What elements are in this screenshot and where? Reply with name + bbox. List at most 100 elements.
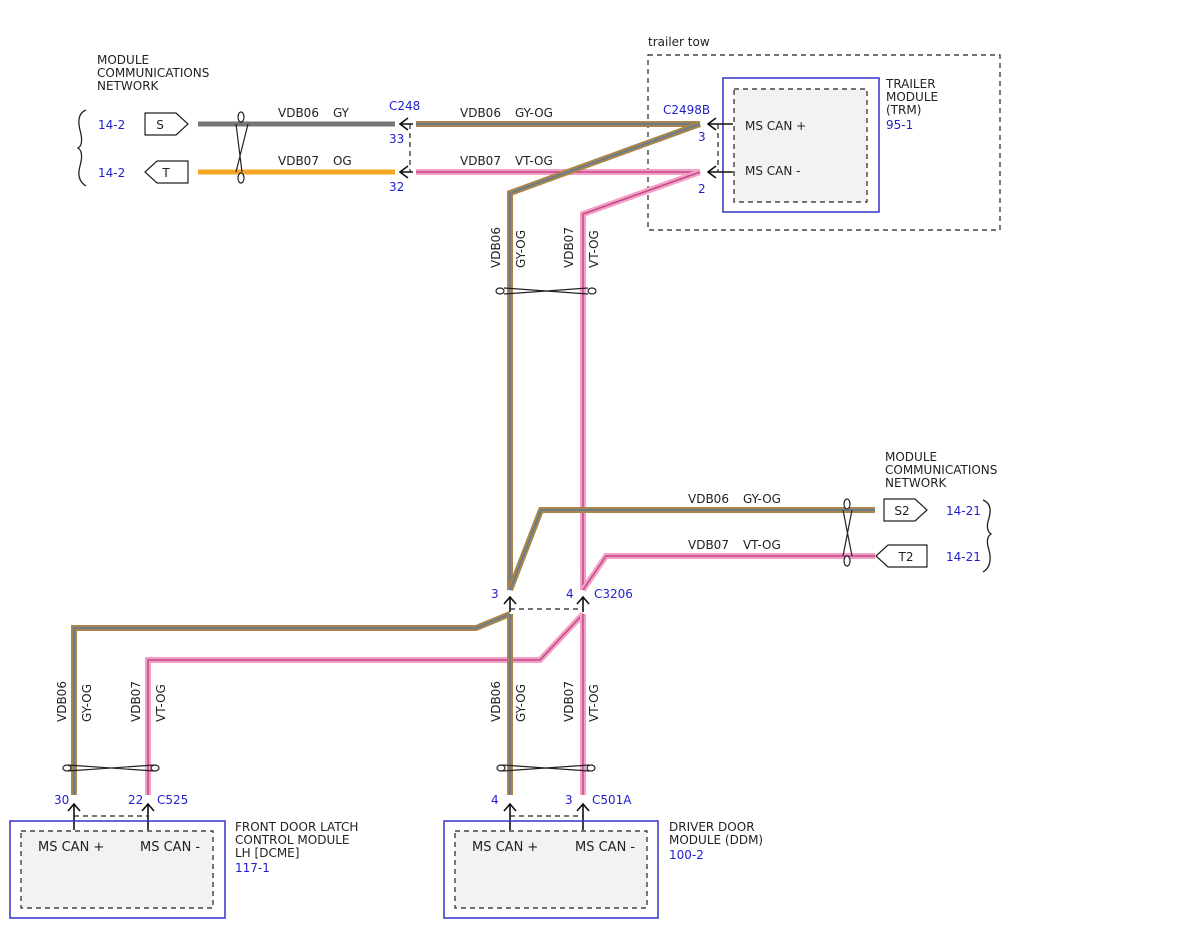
connector-c2498b-pin-2: 2	[698, 182, 706, 196]
connector-c2498b-label[interactable]: C2498B	[663, 103, 710, 117]
dcme-pin-plus-label: MS CAN +	[38, 840, 104, 855]
svg-text:S: S	[156, 118, 164, 132]
connector-c3206-pin-a	[503, 595, 517, 612]
mcn-top-brace	[76, 109, 87, 187]
twist-lower-right-right	[586, 764, 596, 772]
twist-lower-right-left	[496, 764, 506, 772]
wire-vdb07-vt-og-vertical[interactable]	[580, 169, 702, 590]
wire-vdb06-gy-og-vertical[interactable]	[507, 121, 702, 590]
symbol-s[interactable]: S	[144, 112, 189, 136]
wire-vdb07-vt-og-dcme[interactable]	[145, 611, 586, 795]
mcn-mid-label: MODULE COMMUNICATIONS NETWORK	[885, 450, 1001, 490]
twist-top-left-bottom	[237, 172, 245, 184]
connector-c501a-pin-b	[576, 802, 590, 830]
trm-pin-plus-label: MS CAN +	[745, 119, 806, 133]
module-ddm-name: DRIVER DOOR MODULE (DDM)	[669, 820, 763, 847]
wire-label-vt-og-ddm: VT-OG	[587, 684, 601, 722]
module-trm-inner	[733, 88, 868, 203]
module-ddm[interactable]: MS CAN + MS CAN -	[443, 820, 659, 919]
connector-c2498b-pin-b	[706, 165, 733, 179]
connector-c525-pin-30: 30	[54, 793, 69, 807]
wire-vdb06-gy-og-dcme[interactable]	[71, 611, 512, 795]
connector-c501a-label[interactable]: C501A	[592, 793, 632, 807]
connector-c248-pin-33: 33	[389, 132, 404, 146]
wire-label-gy-og-vertical: GY-OG	[514, 230, 528, 268]
connector-c2498b-pin-3: 3	[698, 130, 706, 144]
twist-vertical-right	[587, 287, 597, 295]
ddm-pin-minus-label: MS CAN -	[575, 840, 635, 855]
module-trm-box	[722, 77, 880, 213]
connector-c248-label[interactable]: C248	[389, 99, 420, 113]
wire-label-gy-og-ddm: GY-OG	[514, 684, 528, 722]
ref-s-top[interactable]: 14-2	[98, 118, 125, 132]
wire-label-vdb06-dcme: VDB06	[55, 681, 69, 722]
module-dcme[interactable]: MS CAN + MS CAN -	[9, 820, 226, 919]
wire-vdb07-vt-og-mid[interactable]	[580, 553, 875, 592]
wire-label-vdb07-vertical: VDB07	[562, 227, 576, 268]
connector-c3206-pin-b	[576, 595, 590, 612]
wire-label-vt-og-vertical: VT-OG	[587, 230, 601, 268]
svg-text:S2: S2	[894, 504, 909, 518]
twist-mid-right	[842, 509, 853, 557]
module-trm-ref[interactable]: 95-1	[886, 118, 913, 132]
twist-lower-left-right	[150, 764, 160, 772]
module-ddm-ref[interactable]: 100-2	[669, 848, 704, 862]
connector-c3206-pin-4: 4	[566, 587, 574, 601]
twist-lower-right	[502, 764, 590, 772]
symbol-t2[interactable]: T2	[875, 544, 928, 568]
twist-top-left-top	[237, 111, 245, 123]
ref-t-top[interactable]: 14-2	[98, 166, 125, 180]
svg-text:T: T	[161, 166, 170, 180]
connector-c501a-pin-3: 3	[565, 793, 573, 807]
twist-vertical	[503, 287, 589, 295]
svg-text:T2: T2	[898, 550, 914, 564]
connector-c3206-label[interactable]: C3206	[594, 587, 633, 601]
connector-c2498b-pin-a	[706, 117, 733, 131]
dcme-pin-minus-label: MS CAN -	[140, 840, 200, 855]
connector-c248-pin-32: 32	[389, 180, 404, 194]
wire-label-vdb07-dcme: VDB07	[129, 681, 143, 722]
module-dcme-ref[interactable]: 117-1	[235, 861, 270, 875]
mcn-mid-brace	[982, 499, 993, 573]
module-ddm-inner	[454, 830, 648, 909]
trailer-tow-label: trailer tow	[648, 35, 710, 49]
twist-mid-right-top	[843, 498, 851, 510]
wire-label-vdb07-ddm: VDB07	[562, 681, 576, 722]
connector-c248-pin-a	[398, 117, 413, 131]
twist-lower-left-left	[62, 764, 72, 772]
twist-top-left	[235, 123, 249, 173]
module-ddm-box	[443, 820, 659, 919]
connector-c501a-pin-4: 4	[491, 793, 499, 807]
wire-label-vdb06-vertical: VDB06	[489, 227, 503, 268]
twist-mid-right-bottom	[843, 555, 851, 567]
connector-c525-pin-b	[141, 802, 155, 830]
module-dcme-inner	[20, 830, 214, 909]
twist-lower-left	[67, 764, 155, 772]
wire-label-vt-og-dcme: VT-OG	[154, 684, 168, 722]
module-trm-name: TRAILER MODULE (TRM)	[885, 77, 942, 117]
wire-vdb06-gy-og-mid[interactable]	[507, 507, 875, 592]
symbol-t[interactable]: T	[144, 160, 189, 184]
module-dcme-box	[9, 820, 226, 919]
connector-c525-label[interactable]: C525	[157, 793, 188, 807]
ddm-pin-plus-label: MS CAN +	[472, 840, 538, 855]
module-trm[interactable]: MS CAN + MS CAN -	[722, 77, 880, 213]
connector-c525-pin-a	[67, 802, 81, 830]
twist-vertical-left	[495, 287, 505, 295]
ref-s2[interactable]: 14-21	[946, 504, 981, 518]
connector-c525-pin-22: 22	[128, 793, 143, 807]
symbol-s2[interactable]: S2	[883, 498, 928, 522]
mcn-top-label: MODULE COMMUNICATIONS NETWORK	[97, 53, 213, 93]
wire-label-gy-og-dcme: GY-OG	[80, 684, 94, 722]
connector-c248-pin-b	[398, 165, 413, 179]
connector-c3206-pin-3: 3	[491, 587, 499, 601]
wire-label-vdb06-ddm: VDB06	[489, 681, 503, 722]
ref-t2[interactable]: 14-21	[946, 550, 981, 564]
